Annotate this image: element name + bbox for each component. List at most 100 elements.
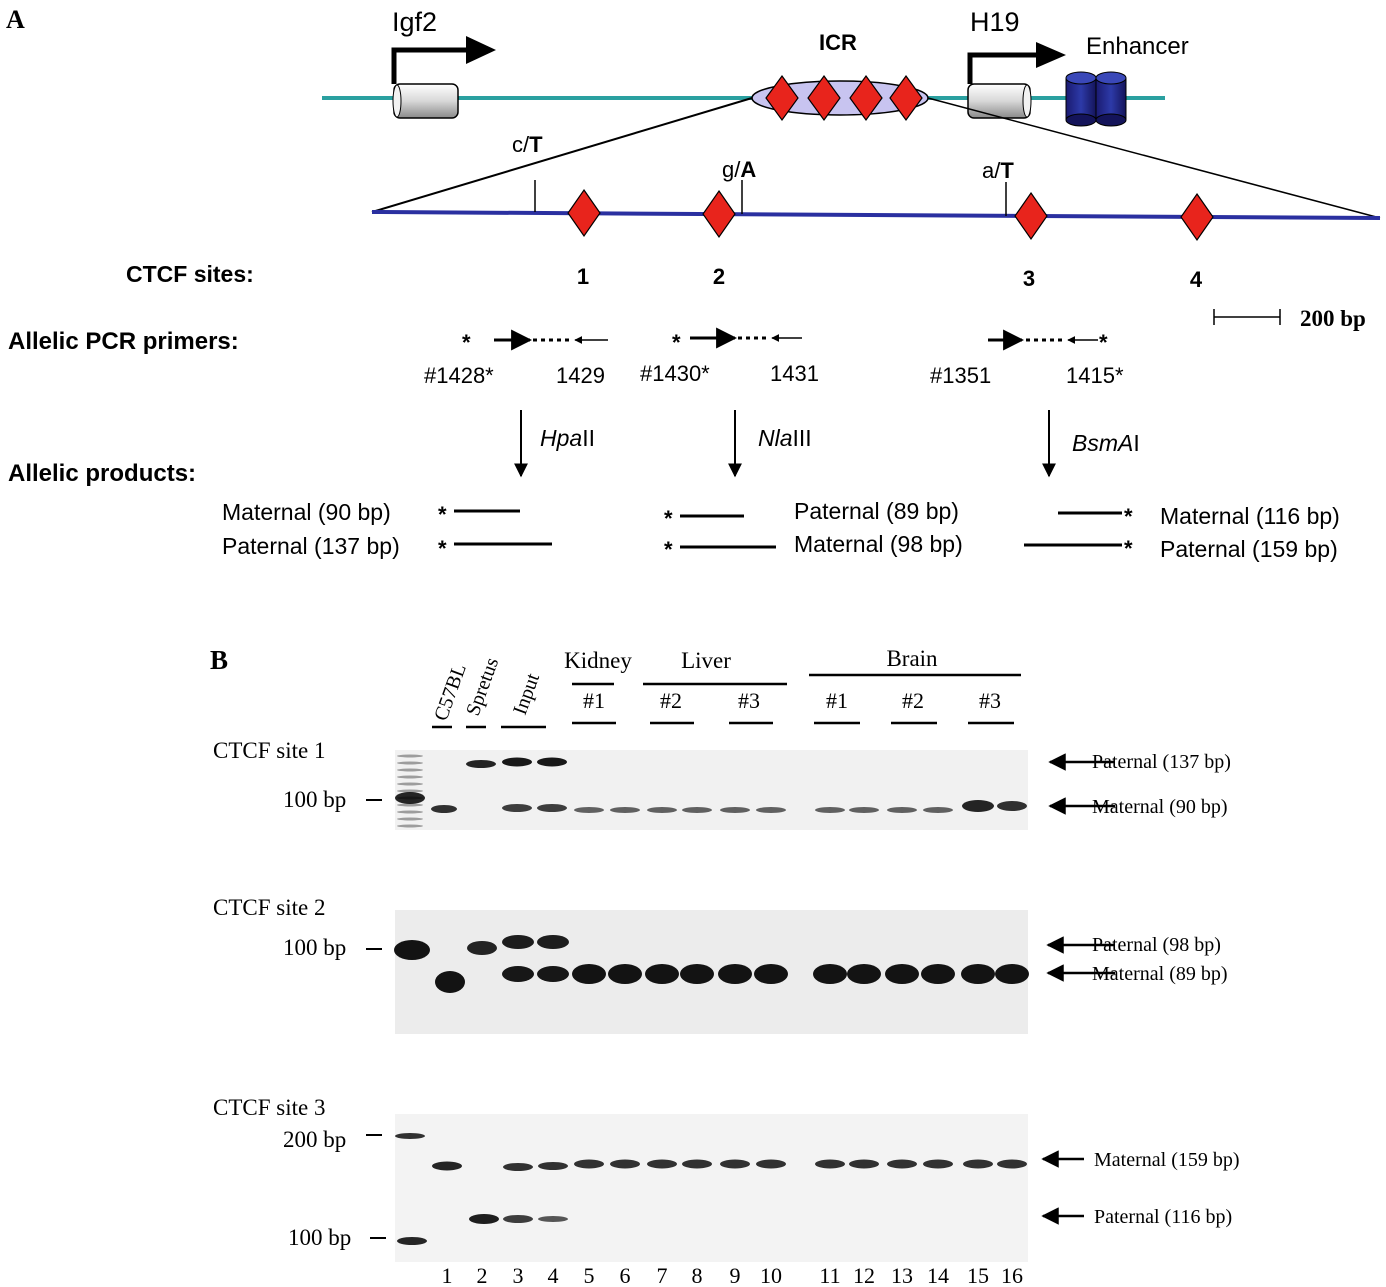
ctcf-site-number: 4 — [1190, 267, 1203, 292]
gel-1-band-label: Paternal (137 bp) — [1092, 751, 1231, 773]
gel-2-title: CTCF site 2 — [213, 895, 325, 920]
gel-3-band-label: Paternal (116 bp) — [1094, 1206, 1232, 1228]
gel-band — [502, 966, 534, 982]
h19-label: H19 — [970, 7, 1020, 37]
sample-header: #2 — [660, 688, 682, 713]
gel-band — [813, 964, 847, 984]
primer-reverse-id: 1429 — [556, 363, 605, 388]
gel-band — [537, 804, 567, 812]
gel-band — [397, 754, 423, 758]
gel-band — [963, 1159, 993, 1169]
scale-bar-label: 200 bp — [1300, 306, 1366, 331]
icr-expanded-line — [371, 210, 1381, 220]
product-star: * — [664, 537, 673, 562]
sample-header: #2 — [902, 688, 924, 713]
enzyme-label-bsmai: BsmAI — [1072, 430, 1140, 456]
lane-number: 16 — [1001, 1263, 1023, 1287]
tissue-header-kidney: Kidney — [564, 648, 632, 673]
primer-reverse-id: 1431 — [770, 361, 819, 386]
pcr-primers-label: Allelic PCR primers: — [8, 328, 239, 355]
product-star: * — [438, 536, 447, 561]
sample-header: #1 — [583, 688, 605, 713]
gel-band — [645, 964, 679, 984]
gel-1-band-label: Maternal (90 bp) — [1092, 796, 1228, 818]
gel-band — [537, 757, 567, 767]
gel-band — [849, 1159, 879, 1169]
lane-number: 5 — [584, 1263, 595, 1287]
gel-band — [815, 807, 845, 813]
enhancer-label: Enhancer — [1086, 33, 1189, 60]
lane-number: 10 — [760, 1263, 782, 1287]
zoom-line-right — [927, 97, 1381, 219]
gel-band — [608, 964, 642, 984]
icr-diamond-icon — [765, 74, 799, 122]
ctcf-site-number: 3 — [1023, 266, 1035, 291]
gel-band — [997, 801, 1027, 811]
product-star: * — [438, 502, 447, 527]
gel-band — [756, 1159, 786, 1169]
lane-number: 7 — [657, 1263, 668, 1287]
product-star: * — [1124, 504, 1133, 529]
gel-band — [435, 971, 465, 993]
gel-3-marker-200: 200 bp — [283, 1127, 346, 1152]
gel-band — [397, 803, 423, 807]
lane-number: 12 — [853, 1263, 875, 1287]
sample-header: #1 — [826, 688, 848, 713]
panel-b-label: B — [210, 645, 228, 675]
tissue-header-liver: Liver — [681, 648, 731, 673]
scale-bar — [1213, 309, 1281, 325]
tissue-header-brain: Brain — [886, 646, 938, 671]
icr-diamond-icon — [849, 74, 883, 122]
gel-band — [537, 935, 569, 949]
gel-band — [397, 810, 423, 814]
lane-number: 4 — [548, 1263, 559, 1287]
gel-band — [397, 1237, 427, 1245]
gel-band — [431, 805, 457, 813]
gel-band — [849, 807, 879, 813]
gel-band — [397, 782, 423, 786]
zoom-line-left — [371, 97, 753, 213]
gel-1-marker-100: 100 bp — [283, 787, 346, 812]
enzyme-label-hpaii: HpaII — [540, 425, 595, 451]
gel-2-bands — [394, 935, 1029, 993]
lane-number: 1 — [442, 1263, 453, 1287]
lane-number: 15 — [967, 1263, 989, 1287]
ctcf-site-2-diamond-icon — [702, 189, 736, 239]
gel-band — [995, 964, 1029, 984]
primer-forward-id: #1430* — [640, 361, 710, 386]
gel-band — [887, 807, 917, 813]
gel-band — [682, 1159, 712, 1169]
igf2-label: Igf2 — [392, 7, 437, 37]
enhancer-icon — [1065, 71, 1127, 127]
gel-3-marker-100: 100 bp — [288, 1225, 351, 1250]
product-star: * — [1124, 536, 1133, 561]
gel-band — [885, 964, 919, 984]
gel-band — [432, 1161, 462, 1171]
igf2-promoter-arrow-icon — [466, 36, 496, 64]
icr-diamond-icon — [807, 74, 841, 122]
snp-label-2: g/A — [722, 157, 756, 182]
gel-band — [572, 964, 606, 984]
sample-header: #3 — [738, 688, 760, 713]
primer-reverse-id: 1415* — [1066, 363, 1124, 388]
gel-band — [610, 1159, 640, 1169]
ctcf-site-4-diamond-icon — [1180, 192, 1214, 242]
enzyme-label-nlaiii: NlaIII — [758, 425, 812, 451]
gel-band — [610, 807, 640, 813]
gel-band — [397, 768, 423, 772]
gel-band — [923, 807, 953, 813]
gel-1-title: CTCF site 1 — [213, 738, 325, 763]
gel-band — [756, 807, 786, 813]
gel-band — [720, 1159, 750, 1169]
lane-header-input: Input — [509, 670, 544, 718]
gel-band — [574, 1159, 604, 1169]
gel-band — [887, 1159, 917, 1169]
icr-label: ICR — [819, 30, 857, 55]
gel-2-band-label: Maternal (89 bp) — [1092, 963, 1228, 985]
gel-band — [574, 807, 604, 813]
lane-number: 8 — [692, 1263, 703, 1287]
gel-band — [718, 964, 752, 984]
gel-band — [467, 941, 497, 955]
gel-3-bands — [395, 1133, 1027, 1245]
